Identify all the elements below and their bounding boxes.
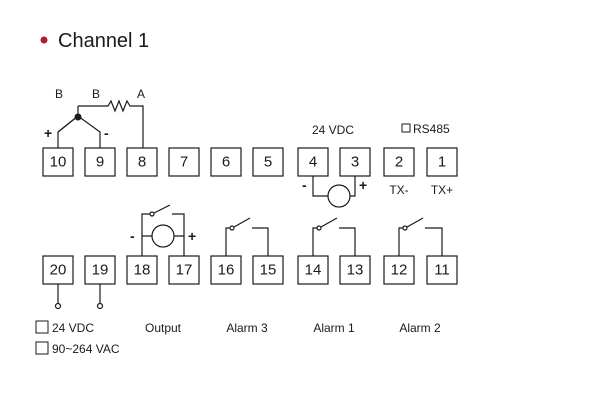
terminal-17: 17 xyxy=(168,255,200,285)
alarm3-contact-icon xyxy=(229,225,235,231)
terminal-11: 11 xyxy=(426,255,458,285)
bottom-labels: 24 VDC 90~264 VAC Output Alarm 3 Alarm 1… xyxy=(35,320,441,356)
terminal-12: 12 xyxy=(383,255,415,285)
tx-plus-label: TX+ xyxy=(431,183,453,197)
alarm1-relay-wire xyxy=(312,227,356,256)
supply-ac-checkbox-icon xyxy=(35,341,49,355)
power-lead-19-end-icon xyxy=(96,302,104,310)
terminal-19: 19 xyxy=(84,255,116,285)
rs485-label: RS485 xyxy=(413,122,450,136)
terminal-3-label: 3 xyxy=(351,154,359,171)
power-lead-20-end-icon xyxy=(54,302,62,310)
terminal-13: 13 xyxy=(339,255,371,285)
terminal-9: 9 xyxy=(84,147,116,177)
supply-24vdc-label: 24 VDC xyxy=(52,321,94,335)
title-bullet-icon xyxy=(40,36,48,44)
rtd-resistor-wire xyxy=(78,99,144,148)
terminal-8: 8 xyxy=(126,147,158,177)
terminal-12-label: 12 xyxy=(391,262,408,279)
terminal-14-label: 14 xyxy=(305,262,322,279)
terminal-15: 15 xyxy=(252,255,284,285)
terminal-18-label: 18 xyxy=(134,262,151,279)
terminal-20: 20 xyxy=(42,255,74,285)
terminal-9-label: 9 xyxy=(96,154,104,171)
terminal-2-label: 2 xyxy=(395,154,403,171)
rtd-input-wiring: B B A + - xyxy=(44,87,145,148)
terminal-5: 5 xyxy=(252,147,284,177)
terminal-10: 10 xyxy=(42,147,74,177)
output-switch-blade xyxy=(153,204,171,214)
terminal-15-label: 15 xyxy=(260,262,277,279)
output-wiring: - + xyxy=(130,204,196,256)
terminal-20-label: 20 xyxy=(50,262,67,279)
vdc-load-icon xyxy=(327,184,351,208)
rs485-wiring: RS485 TX- TX+ xyxy=(389,122,453,197)
bottom-terminal-row: 20 19 18 17 16 15 14 13 12 11 xyxy=(42,255,458,285)
alarm3-label: Alarm 3 xyxy=(226,321,268,335)
terminal-18: 18 xyxy=(126,255,158,285)
alarm3-relay xyxy=(225,217,269,256)
thermocouple-junction-icon xyxy=(74,113,82,121)
terminal-13-label: 13 xyxy=(347,262,364,279)
vdc-supply-wiring: 24 VDC - + xyxy=(302,123,367,208)
terminal-2: 2 xyxy=(383,147,415,177)
terminal-17-label: 17 xyxy=(176,262,193,279)
terminal-7: 7 xyxy=(168,147,200,177)
rtd-b2-label: B xyxy=(92,87,100,101)
vdc-minus-label: - xyxy=(302,177,307,193)
output-load-icon xyxy=(151,224,175,248)
rs485-checkbox-icon xyxy=(401,123,411,133)
supply-24vdc-checkbox-icon xyxy=(35,320,49,334)
rtd-b1-label: B xyxy=(55,87,63,101)
terminal-4: 4 xyxy=(297,147,329,177)
alarm1-switch-blade xyxy=(320,217,338,228)
supply-ac-label: 90~264 VAC xyxy=(52,342,120,356)
terminal-16-label: 16 xyxy=(218,262,235,279)
alarm1-relay xyxy=(312,217,356,256)
vdc-top-label: 24 VDC xyxy=(312,123,354,137)
alarm1-label: Alarm 1 xyxy=(313,321,355,335)
alarm2-relay-wire xyxy=(398,227,443,256)
alarm2-relay xyxy=(398,217,443,256)
alarm3-relay-wire xyxy=(225,227,269,256)
output-switch-wire xyxy=(141,213,185,236)
rtd-b-wire xyxy=(57,106,79,148)
thermocouple-branch xyxy=(57,115,101,148)
output-loop-wire xyxy=(141,235,185,256)
terminal-11-label: 11 xyxy=(434,262,450,279)
terminal-16: 16 xyxy=(210,255,242,285)
out-plus-label: + xyxy=(188,228,196,244)
output-switch-contact-icon xyxy=(149,211,155,217)
alarm2-label: Alarm 2 xyxy=(399,321,441,335)
terminal-10-label: 10 xyxy=(50,154,67,171)
terminal-1: 1 xyxy=(426,147,458,177)
top-terminal-row: 10 9 8 7 6 5 4 3 2 1 xyxy=(42,147,458,177)
alarm1-contact-icon xyxy=(316,225,322,231)
out-minus-label: - xyxy=(130,228,135,244)
vdc-loop-wire xyxy=(312,176,356,197)
terminal-4-label: 4 xyxy=(309,154,317,171)
terminal-5-label: 5 xyxy=(264,154,272,171)
alarm2-contact-icon xyxy=(402,225,408,231)
tc-minus-label: - xyxy=(104,125,109,141)
terminal-6-label: 6 xyxy=(222,154,230,171)
terminal-6: 6 xyxy=(210,147,242,177)
terminal-1-label: 1 xyxy=(438,154,446,171)
terminal-19-label: 19 xyxy=(92,262,109,279)
terminal-3: 3 xyxy=(339,147,371,177)
alarm3-switch-blade xyxy=(233,217,251,228)
alarm2-switch-blade xyxy=(406,217,424,228)
terminal-7-label: 7 xyxy=(180,154,188,171)
rtd-a-label: A xyxy=(137,87,145,101)
vdc-plus-label: + xyxy=(359,177,367,193)
terminal-14: 14 xyxy=(297,255,329,285)
tc-plus-label: + xyxy=(44,125,52,141)
power-supply-leads xyxy=(54,284,104,310)
terminal-8-label: 8 xyxy=(138,154,146,171)
output-label: Output xyxy=(145,321,182,335)
tx-minus-label: TX- xyxy=(389,183,408,197)
page-title: Channel 1 xyxy=(58,30,149,52)
